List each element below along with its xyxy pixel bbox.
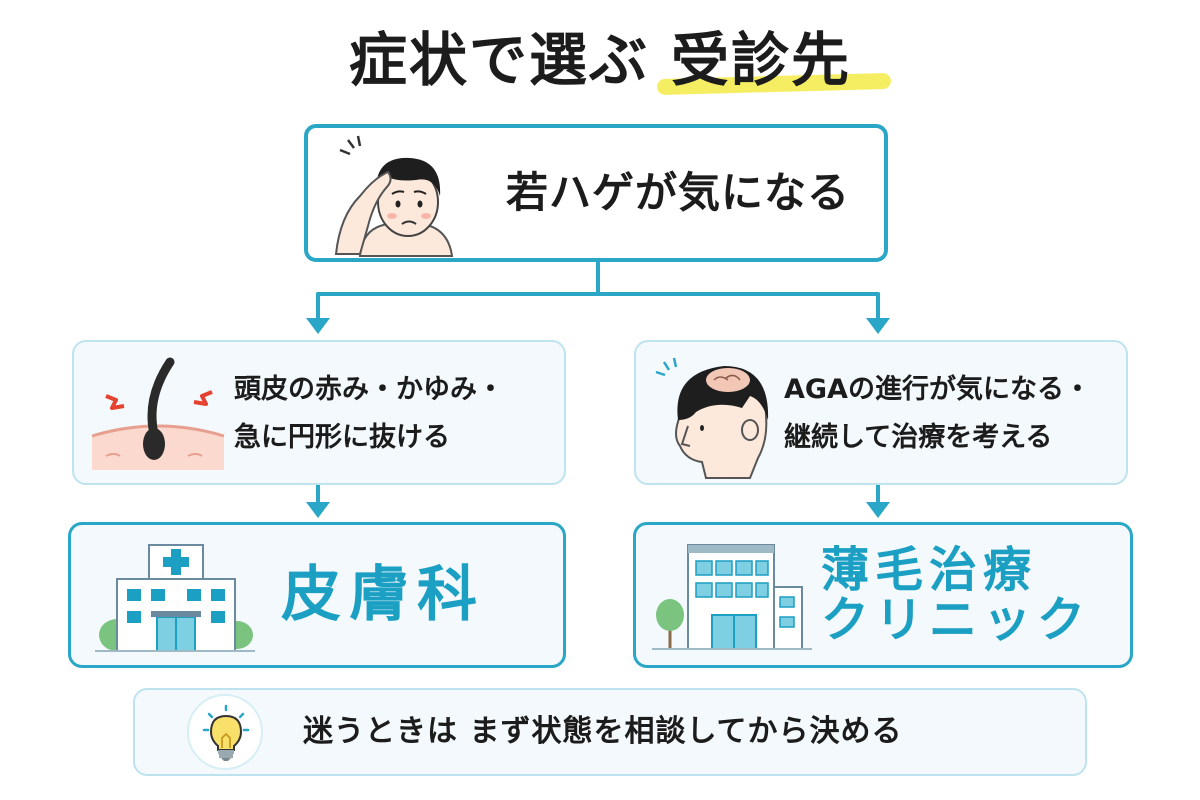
top-concern-label: 若ハゲが気になる [506, 168, 851, 217]
symptom-box-left: 頭皮の赤み・かゆみ・ 急に円形に抜ける [72, 340, 566, 485]
arrow-down-icon [306, 318, 330, 334]
symptom-text-left: 頭皮の赤み・かゆみ・ 急に円形に抜ける [234, 366, 504, 462]
arrow-down-icon [866, 502, 890, 518]
advice-text: 迷うときは まず状態を相談してから決める [303, 714, 903, 749]
symptom-left-line1: 頭皮の赤み・かゆみ・ [234, 374, 504, 405]
worried-man-icon [334, 135, 454, 257]
title-highlight: 受診先 [671, 22, 851, 98]
itchy-scalp-icon [91, 357, 225, 470]
lightbulb-icon-badge [187, 694, 263, 770]
clinic-building-icon [652, 544, 812, 650]
hospital-icon [95, 544, 255, 652]
arrow-down-icon [306, 502, 330, 518]
top-concern-box: 若ハゲが気になる [304, 124, 888, 262]
destination-hair-clinic-line2: クリニック [821, 592, 1092, 648]
thinning-crown-icon [655, 357, 769, 479]
title-main: 症状で選ぶ [348, 26, 649, 94]
destination-label-hair-clinic: 薄毛治療 クリニック [821, 545, 1091, 645]
destination-label-dermatology: 皮膚科 [281, 560, 485, 630]
symptom-right-line1: AGAの進行が気になる・ [784, 374, 1091, 405]
destination-hair-clinic-line1: 薄毛治療 [821, 542, 1038, 598]
destination-box-dermatology: 皮膚科 [68, 522, 566, 668]
lightbulb-icon [202, 704, 250, 761]
destination-box-hair-clinic: 薄毛治療 クリニック [633, 522, 1133, 668]
arrow-down-icon [866, 318, 890, 334]
page-title: 症状で選ぶ受診先 [0, 22, 1200, 98]
symptom-right-line2: 継続して治療を考える [784, 422, 1053, 453]
advice-box: 迷うときは まず状態を相談してから決める [133, 688, 1087, 776]
symptom-left-line2: 急に円形に抜ける [234, 422, 450, 453]
symptom-box-right: AGAの進行が気になる・ 継続して治療を考える [634, 340, 1128, 485]
symptom-text-right: AGAの進行が気になる・ 継続して治療を考える [784, 366, 1091, 462]
